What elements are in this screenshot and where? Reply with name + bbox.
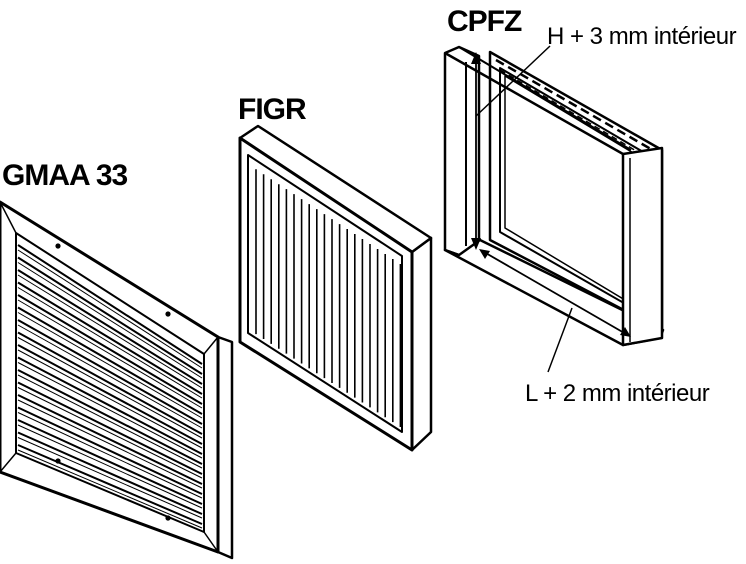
louvre-blade-edge bbox=[17, 437, 203, 519]
height-dimension-label: H + 3 mm intérieur bbox=[547, 23, 737, 50]
louvre-blade bbox=[17, 444, 203, 525]
louvre-blade-edge bbox=[17, 387, 203, 479]
cpfz-label: CPFZ bbox=[447, 5, 522, 38]
figr-label: FIGR bbox=[238, 93, 307, 126]
louvre-blade-edge bbox=[17, 262, 203, 379]
fixing-hole bbox=[55, 243, 61, 249]
louvre-blade-edge bbox=[17, 274, 203, 389]
louvre-blade bbox=[17, 306, 203, 415]
louvre-blade bbox=[17, 419, 203, 505]
louvre-blade bbox=[17, 319, 203, 425]
louvre-blade-edge bbox=[17, 399, 203, 489]
louvre-blade-edge bbox=[17, 349, 203, 449]
louvre-blade bbox=[17, 431, 203, 515]
fixing-hole bbox=[55, 458, 61, 464]
louvre-blade-edge bbox=[17, 287, 203, 399]
louvre-blade bbox=[17, 406, 203, 495]
louvre-blade-edge bbox=[17, 324, 203, 429]
louvre-blade-edge bbox=[17, 374, 203, 469]
louvre-blade-edge bbox=[17, 312, 203, 419]
louvre-blade bbox=[17, 344, 203, 445]
width-dimension bbox=[479, 249, 631, 373]
louvre-blade bbox=[17, 331, 203, 435]
louvre-blade bbox=[17, 394, 203, 485]
louvre-blade-edge bbox=[17, 249, 203, 369]
gmaa-label: GMAA 33 bbox=[2, 159, 128, 192]
cpfz-frame bbox=[443, 45, 665, 373]
fixing-hole bbox=[165, 515, 171, 521]
louvre-blade bbox=[17, 294, 203, 405]
louvre-blade bbox=[17, 381, 203, 475]
louvre-blade bbox=[17, 244, 203, 365]
louvre-blade-edge bbox=[17, 362, 203, 459]
louvre-blades bbox=[17, 244, 203, 529]
figr-filter bbox=[238, 124, 433, 452]
louvre-blade-edge bbox=[17, 299, 203, 409]
height-dimension bbox=[471, 45, 551, 250]
louvre-blade bbox=[17, 256, 203, 375]
fixing-hole bbox=[165, 311, 171, 317]
louvre-blade bbox=[17, 269, 203, 385]
louvre-blade-edge bbox=[17, 424, 203, 509]
filter-pleats bbox=[255, 169, 402, 427]
louvre-blade bbox=[17, 281, 203, 395]
louvre-blade-edge bbox=[17, 337, 203, 439]
louvre-blade-edge bbox=[17, 449, 203, 529]
width-dimension-label: L + 2 mm intérieur bbox=[525, 380, 710, 407]
louvre-blade-edge bbox=[17, 412, 203, 499]
gmaa-grille bbox=[0, 200, 234, 560]
louvre-blade bbox=[17, 369, 203, 465]
louvre-blade bbox=[17, 356, 203, 455]
